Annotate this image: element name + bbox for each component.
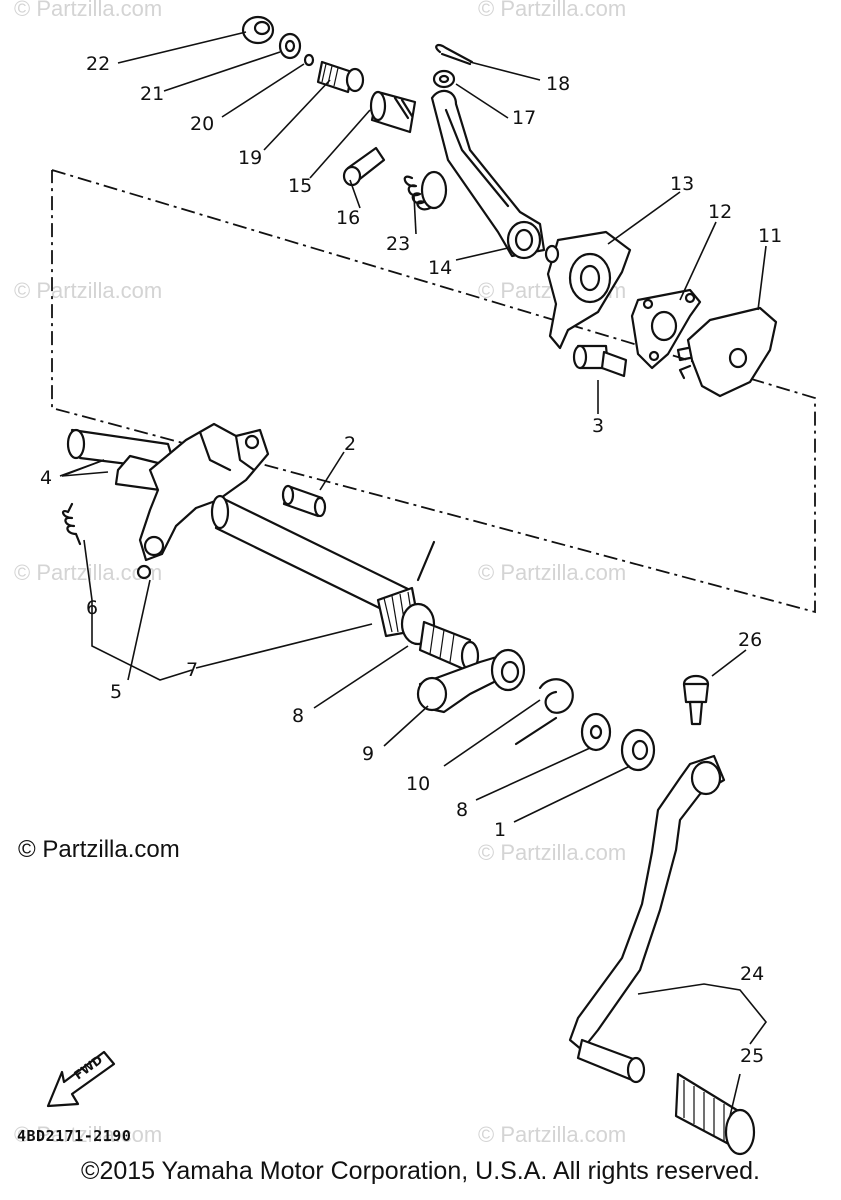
- part-17-washer: [432, 69, 456, 89]
- callout-13: 13: [670, 173, 694, 195]
- watermark-text: © Partzilla.com: [478, 0, 626, 21]
- watermark-text: © Partzilla.com: [478, 560, 626, 585]
- part-25-pedal-rubber: [674, 1072, 756, 1156]
- callout-18: 18: [546, 73, 570, 95]
- callout-5: 5: [110, 681, 122, 703]
- callout-2: 2: [344, 433, 356, 455]
- watermark-text: © Partzilla.com: [478, 840, 626, 865]
- part-23-spring: [403, 170, 448, 211]
- part-20-circlip: [303, 53, 315, 67]
- watermark-text: © Partzilla.com: [14, 278, 162, 303]
- callout-8b: 8: [456, 799, 468, 821]
- watermark-text: © Partzilla.com: [14, 1122, 162, 1147]
- part-15-rod-end: [369, 90, 417, 134]
- part-13-shift-guide: [544, 230, 632, 350]
- partzilla-copyright: © Partzilla.com: [18, 836, 180, 863]
- callout-21: 21: [140, 83, 164, 105]
- part-18-cotter-pin: [435, 43, 474, 66]
- diagram-code: 4BD2171-2190: [17, 1127, 132, 1145]
- callout-23: 23: [386, 233, 410, 255]
- callout-8: 8: [292, 705, 304, 727]
- callout-14: 14: [428, 257, 452, 279]
- assembly-boundary-line: [51, 169, 816, 614]
- fwd-arrow-icon: FWD: [46, 1050, 116, 1108]
- callout-10: 10: [406, 773, 430, 795]
- callout-24: 24: [740, 963, 764, 985]
- watermark-text: © Partzilla.com: [478, 1122, 626, 1147]
- part-6-return-spring: [62, 502, 82, 546]
- callout-20: 20: [190, 113, 214, 135]
- part-10-torsion-spring: [514, 678, 574, 746]
- watermarks: © Partzilla.com © Partzilla.com © Partzi…: [14, 0, 626, 1147]
- callout-3: 3: [592, 415, 604, 437]
- callout-15: 15: [288, 175, 312, 197]
- callout-17: 17: [512, 107, 536, 129]
- part-4-shift-lever-assembly: [66, 422, 270, 580]
- callout-16: 16: [336, 207, 360, 229]
- part-1-collar: [620, 728, 656, 772]
- callout-7: 7: [186, 659, 198, 681]
- leader-lines: [59, 31, 768, 1117]
- yamaha-copyright-footer: ©2015 Yamaha Motor Corporation, U.S.A. A…: [81, 1157, 760, 1185]
- callout-19: 19: [238, 147, 262, 169]
- callout-1: 1: [494, 819, 506, 841]
- callout-22: 22: [86, 53, 110, 75]
- callout-9: 9: [362, 743, 374, 765]
- callout-6: 6: [86, 597, 98, 619]
- part-21-washer: [278, 32, 302, 60]
- watermark-text: © Partzilla.com: [14, 0, 162, 21]
- part-12-stopper-plate: [630, 288, 702, 370]
- part-26-bolt: [682, 674, 710, 726]
- callout-26: 26: [738, 629, 762, 651]
- part-3-bolt: [572, 344, 628, 378]
- part-19-bolt: [316, 60, 365, 94]
- callout-12: 12: [708, 201, 732, 223]
- part-16-pin: [342, 146, 386, 187]
- part-9-shift-lever: [416, 648, 526, 714]
- callout-numbers: 22 21 20 19 15 16 23 14 17 18 13 12 11 3…: [40, 53, 782, 1067]
- callout-25: 25: [740, 1045, 764, 1067]
- callout-4: 4: [40, 467, 52, 489]
- part-8-washer: [580, 712, 612, 752]
- part-11-segment: [676, 306, 778, 398]
- part-22-nut: [241, 15, 275, 45]
- part-2-dowel-pin: [281, 484, 327, 518]
- callout-11: 11: [758, 225, 782, 247]
- part-24-shift-pedal: [568, 754, 726, 1084]
- part-14-shift-arm: [430, 89, 546, 260]
- part-7-shift-shaft: [210, 494, 480, 672]
